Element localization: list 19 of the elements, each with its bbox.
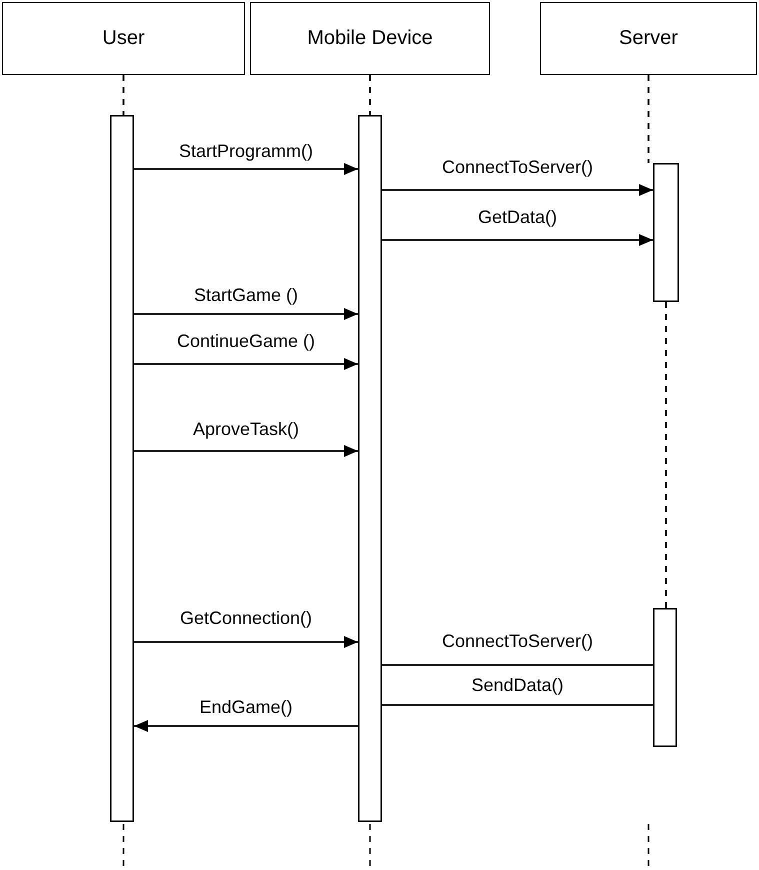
participant-box: User: [2, 2, 245, 75]
activation-bar: [358, 115, 382, 822]
message-arrow: [382, 234, 653, 246]
activation-bar: [653, 608, 677, 747]
activation-bar: [110, 115, 134, 822]
message-arrow: [134, 445, 358, 457]
participant-box: Mobile Device: [250, 2, 490, 75]
lifeline: [369, 75, 371, 115]
message-arrow: [134, 163, 358, 175]
message-arrow: [134, 358, 358, 370]
participant-box: Server: [540, 2, 757, 75]
message-arrow: [134, 636, 358, 648]
lifeline: [648, 75, 650, 163]
message-arrow: [382, 184, 653, 196]
lifeline: [665, 302, 667, 608]
activation-bar: [653, 163, 679, 302]
message-arrow: [134, 308, 358, 320]
lifeline: [122, 75, 124, 115]
message-arrow: [134, 720, 358, 732]
